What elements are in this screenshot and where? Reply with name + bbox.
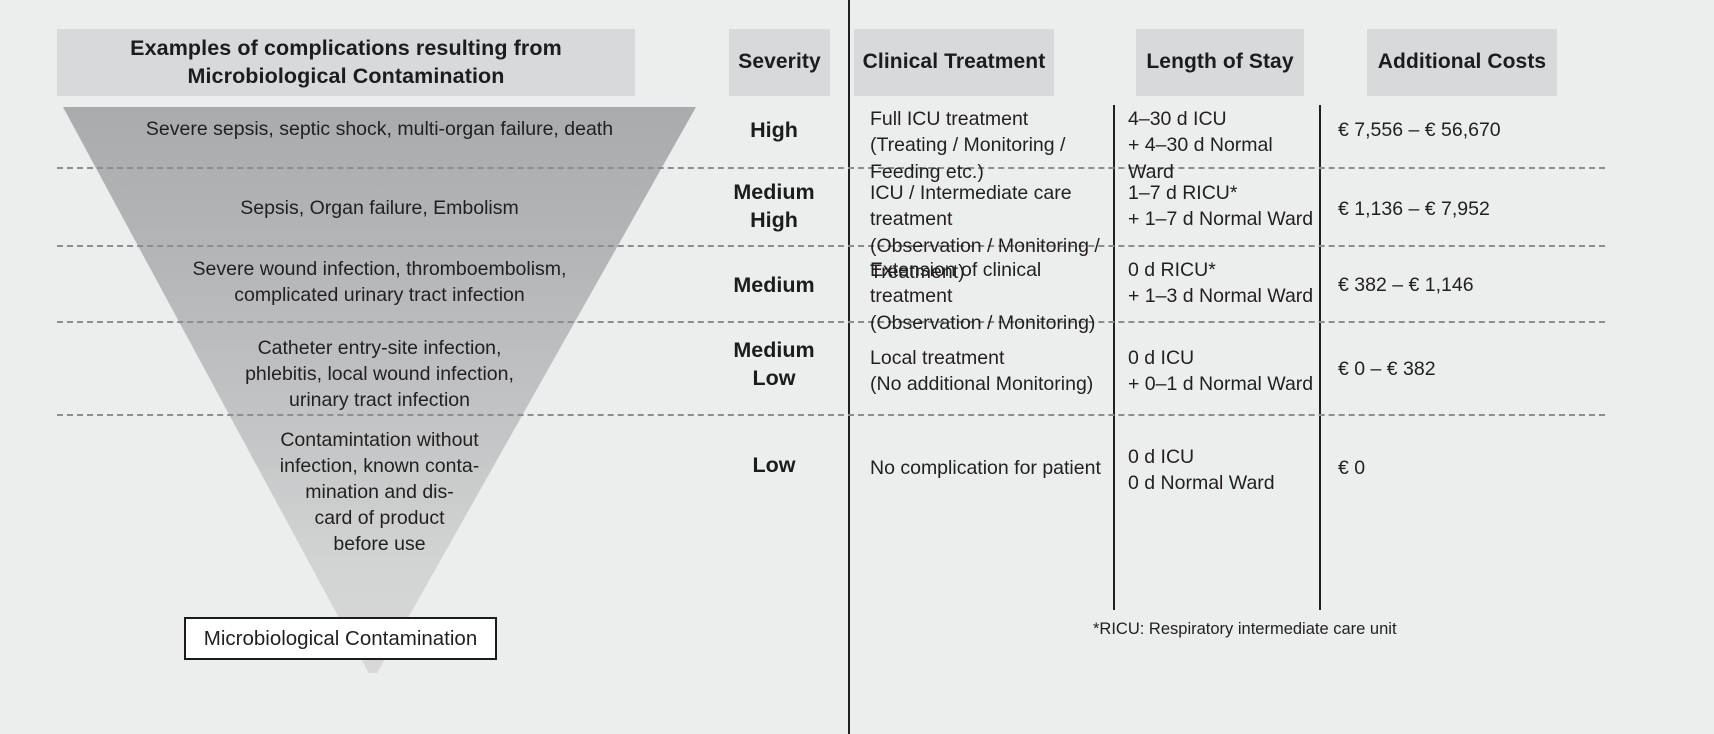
row-divider-4 xyxy=(57,414,1605,416)
row-divider-2 xyxy=(57,245,1605,247)
table-row-1-complication: Severe sepsis, septic shock, multi-organ… xyxy=(145,118,614,140)
vertical-divider-main xyxy=(848,0,850,734)
column-header-additional-costs: Additional Costs xyxy=(1367,29,1557,96)
table-row-2-additional-costs: € 1,136 – € 7,952 xyxy=(1338,198,1490,220)
vertical-divider-treatment-los xyxy=(1113,105,1115,610)
column-header-complications: Examples of complications resulting from… xyxy=(57,29,635,96)
table-row-2-treatment: ICU / Intermediate care treatment(Observ… xyxy=(870,182,1100,283)
table-row-1-length-of-stay: 4–30 d ICU+ 4–30 d Normal Ward xyxy=(1128,108,1273,183)
column-header-length-of-stay: Length of Stay xyxy=(1136,29,1304,96)
table-row-4-additional-costs: € 0 – € 382 xyxy=(1338,358,1436,380)
vertical-divider-los-costs xyxy=(1319,105,1321,610)
table-row-5-additional-costs: € 0 xyxy=(1338,457,1366,479)
table-row-3-length-of-stay: 0 d RICU*+ 1–3 d Normal Ward xyxy=(1128,259,1314,308)
column-header-clinical-treatment: Clinical Treatment xyxy=(854,29,1054,96)
table-row-4-treatment: Local treatment(No additional Monitoring… xyxy=(870,347,1094,396)
table-row-3-complication: Severe wound infection, thromboembolism,… xyxy=(192,258,567,306)
row-divider-3 xyxy=(57,321,1605,323)
microbiological-contamination-label-box: Microbiological Contamination xyxy=(184,617,497,660)
table-row-1-severity: High xyxy=(750,118,798,142)
table-row-4-length-of-stay: 0 d ICU+ 0–1 d Normal Ward xyxy=(1128,347,1314,396)
table-row-3-additional-costs: € 382 – € 1,146 xyxy=(1338,274,1474,296)
row-divider-1 xyxy=(57,167,1605,169)
table-row-5-severity: Low xyxy=(752,453,796,477)
table-row-3-severity: Medium xyxy=(733,273,815,297)
table-row-3-treatment: Extension of clinical treatment(Observat… xyxy=(870,259,1096,334)
table-row-2-length-of-stay: 1–7 d RICU*+ 1–7 d Normal Ward xyxy=(1128,182,1314,231)
table-row-1-treatment: Full ICU treatment(Treating / Monitoring… xyxy=(870,108,1066,183)
table-row-5-treatment: No complication for patient xyxy=(870,457,1101,479)
footnote-ricu: *RICU: Respiratory intermediate care uni… xyxy=(1093,620,1397,638)
column-header-severity: Severity xyxy=(729,29,830,96)
table-row-4-complication: Catheter entry-site infection,phlebitis,… xyxy=(245,337,514,411)
table-row-1-additional-costs: € 7,556 – € 56,670 xyxy=(1338,119,1501,141)
table-row-2-complication: Sepsis, Organ failure, Embolism xyxy=(240,197,519,219)
